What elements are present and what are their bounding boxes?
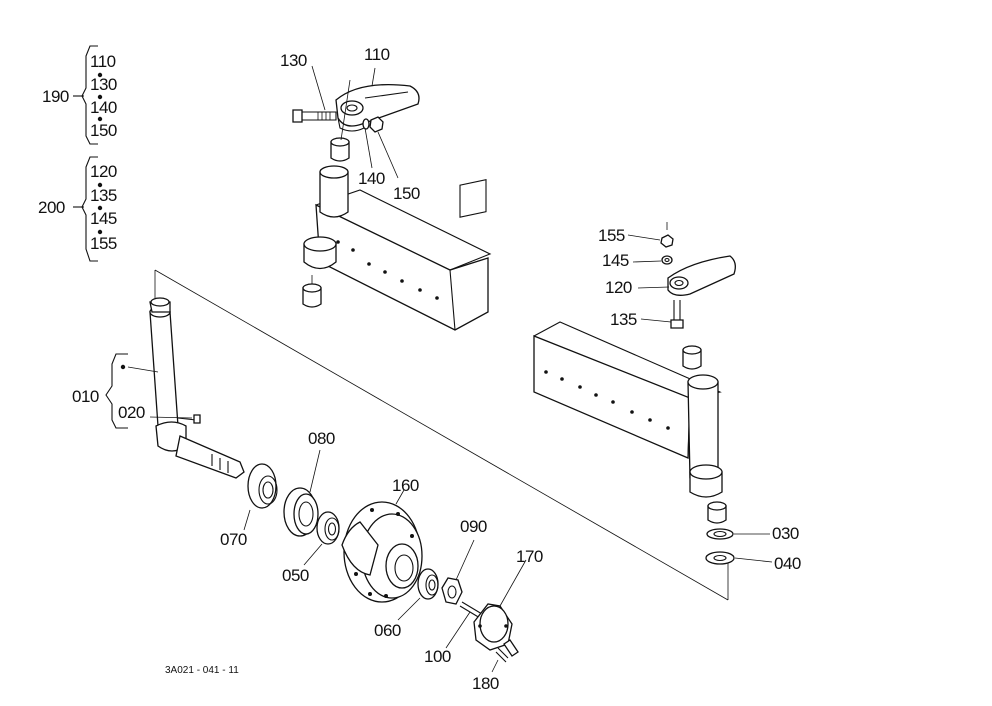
steering-arm-110 xyxy=(292,65,420,179)
kit-190-bracket xyxy=(73,45,103,145)
seal-070 xyxy=(243,463,278,531)
callout-155: 155 xyxy=(598,226,625,245)
callout-145: 145 xyxy=(602,251,629,270)
bearing-050 xyxy=(303,511,340,566)
callout-135: 135 xyxy=(610,310,637,329)
kit-190-item-130: 130 xyxy=(90,75,117,94)
callout-120: 120 xyxy=(605,278,632,297)
kit-190-item-110: 110 xyxy=(90,52,116,71)
callout-040: 040 xyxy=(774,554,801,573)
right-axle-beam xyxy=(533,321,773,565)
bolt-180 xyxy=(491,639,519,673)
kit-190-item-150: 150 xyxy=(90,121,117,140)
callout-200: 200 xyxy=(38,198,65,217)
kit-200-item-120: 120 xyxy=(90,162,117,181)
kit-200-item-145: 145 xyxy=(90,209,117,228)
callout-110: 110 xyxy=(364,45,390,64)
callout-130: 130 xyxy=(280,51,307,70)
spindle-010 xyxy=(105,297,245,479)
bearing-060 xyxy=(397,568,439,621)
callout-160: 160 xyxy=(392,476,419,495)
callout-030: 030 xyxy=(772,524,799,543)
left-axle-beam xyxy=(302,137,492,331)
castle-nut-090 xyxy=(441,539,475,605)
callout-190: 190 xyxy=(42,87,69,106)
bearing-080 xyxy=(283,449,321,537)
hub-160 xyxy=(341,489,423,603)
callout-180: 180 xyxy=(472,674,499,693)
callout-090: 090 xyxy=(460,517,487,536)
callout-060: 060 xyxy=(374,621,401,640)
hub-cap-170 xyxy=(473,559,527,651)
callout-080: 080 xyxy=(308,429,335,448)
callout-140: 140 xyxy=(358,169,385,188)
callout-050: 050 xyxy=(282,566,309,585)
cotter-pin-100 xyxy=(445,601,483,649)
callout-100: 100 xyxy=(424,647,451,666)
callout-020: 020 xyxy=(118,403,145,422)
kit-200-item-135: 135 xyxy=(90,186,117,205)
callout-070: 070 xyxy=(220,530,247,549)
steering-arm-120 xyxy=(627,222,736,329)
kit-200-bracket xyxy=(73,156,103,262)
callout-150: 150 xyxy=(393,184,420,203)
assembly-guide-lines xyxy=(154,269,729,601)
callout-170: 170 xyxy=(516,547,543,566)
callout-010: 010 xyxy=(72,387,99,406)
kit-200-item-155: 155 xyxy=(90,234,117,253)
kit-190-item-140: 140 xyxy=(90,98,117,117)
drawing-code: 3A021 - 041 - 11 xyxy=(165,665,239,676)
